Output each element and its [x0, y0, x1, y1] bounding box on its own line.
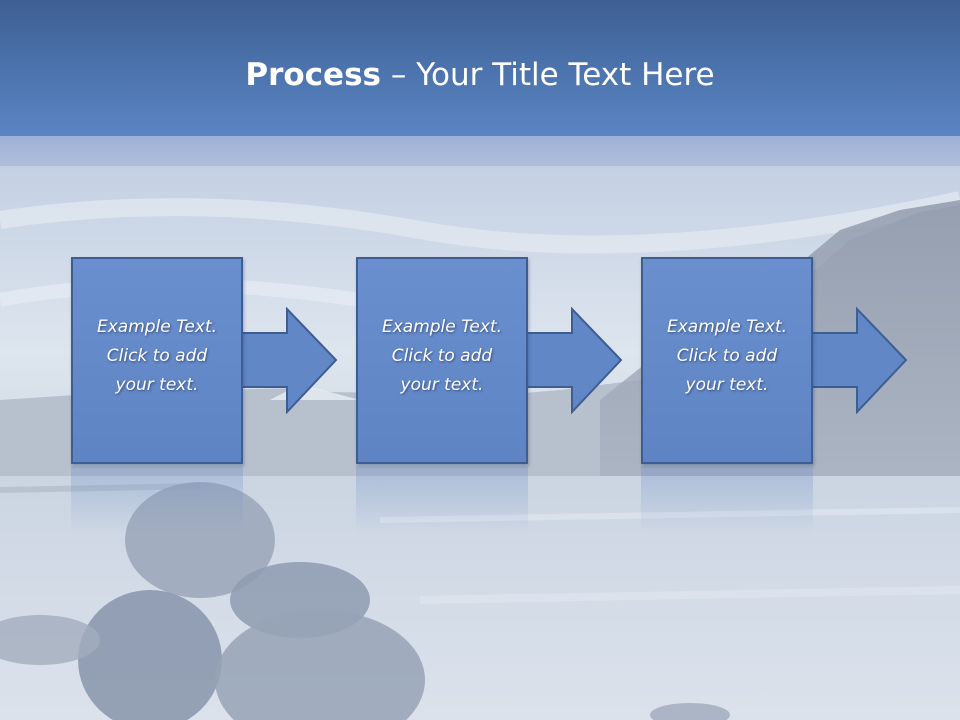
- title-sub-band: [0, 136, 960, 166]
- step-1-reflection: [71, 466, 243, 534]
- step-2-reflection: [356, 466, 528, 534]
- slide-title[interactable]: Process – Your Title Text Here: [0, 52, 960, 98]
- title-band: [0, 0, 960, 136]
- arrow-right-icon: [527, 307, 623, 414]
- slide-title-rest: – Your Title Text Here: [381, 57, 715, 93]
- arrow-right-icon: [812, 307, 908, 414]
- step-1-text[interactable]: Example Text. Click to add your text.: [96, 317, 218, 395]
- step-3-reflection: [641, 466, 813, 534]
- process-step-2[interactable]: Example Text. Click to add your text.: [356, 257, 528, 464]
- arrow-right-icon: [242, 307, 338, 414]
- step-3-text[interactable]: Example Text. Click to add your text.: [666, 317, 788, 395]
- step-2-text[interactable]: Example Text. Click to add your text.: [381, 317, 503, 395]
- process-step-3[interactable]: Example Text. Click to add your text.: [641, 257, 813, 464]
- process-step-1[interactable]: Example Text. Click to add your text.: [71, 257, 243, 464]
- slide-title-bold: Process: [245, 57, 381, 93]
